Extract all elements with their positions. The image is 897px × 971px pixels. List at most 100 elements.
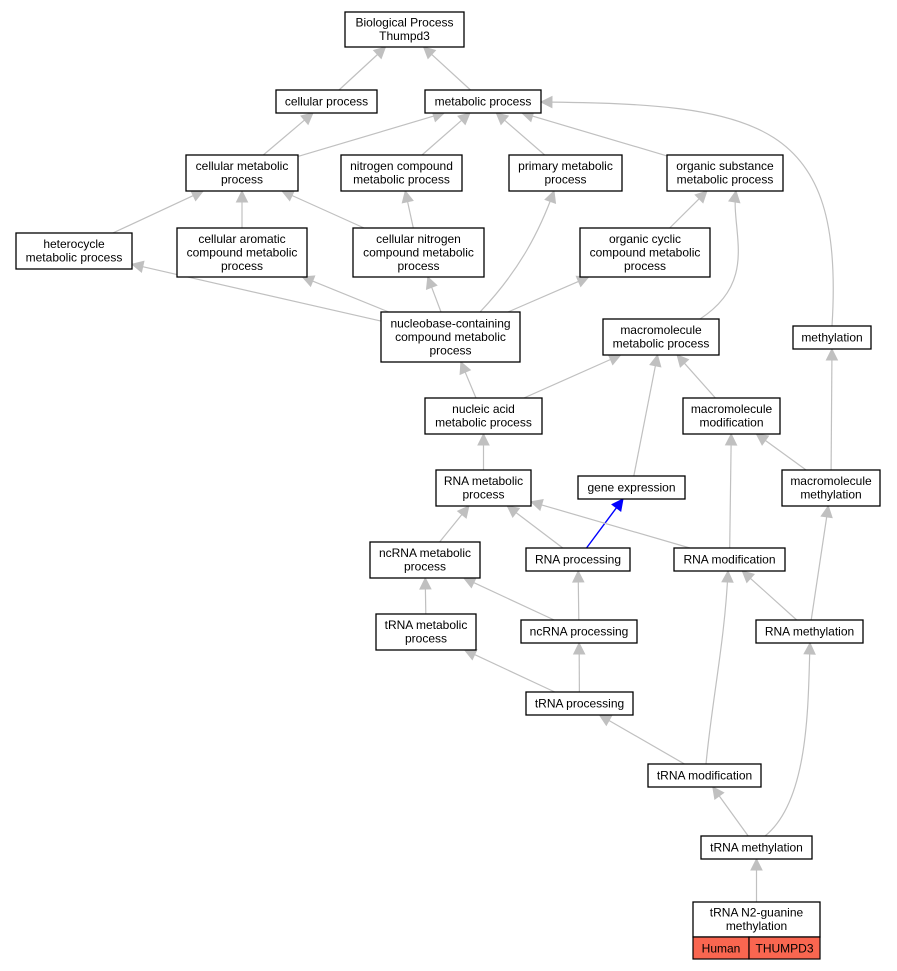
node-cellular-process[interactable]: cellular process xyxy=(275,89,378,114)
node-label: methylation xyxy=(800,488,861,502)
node-rna-modification[interactable]: RNA modification xyxy=(673,547,786,572)
edge-cellular_nitrogen-to-nitrogen_compound xyxy=(407,201,414,229)
node-rna-processing[interactable]: RNA processing xyxy=(525,547,631,572)
edges-layer xyxy=(112,46,839,902)
node-box xyxy=(380,311,521,363)
node-box xyxy=(525,691,634,716)
node-label: process xyxy=(221,173,263,187)
edge-trna_modification-to-rna_modification xyxy=(705,570,729,765)
node-box xyxy=(700,835,813,860)
arrowhead-nitrogen_compound xyxy=(401,189,414,204)
arrowhead-organic_substance xyxy=(694,190,708,204)
node-methylation[interactable]: methylation xyxy=(792,325,872,350)
arrowhead-macromolecule_metabolic xyxy=(607,353,622,366)
node-label: compound metabolic xyxy=(363,245,474,259)
node-box xyxy=(647,763,762,788)
node-trna-modification[interactable]: tRNA modification xyxy=(647,763,762,788)
node-box xyxy=(520,619,638,644)
edge-nucleic_acid-to-macromolecule_metabolic xyxy=(523,358,611,399)
node-ncrna-processing[interactable]: ncRNA processing xyxy=(520,619,638,644)
node-label: heterocycle xyxy=(43,237,105,251)
edge-trna_methylation-to-rna_methylation xyxy=(764,642,811,837)
node-label: compound metabolic xyxy=(590,245,701,259)
node-label: process xyxy=(429,343,471,357)
node-trna-processing[interactable]: tRNA processing xyxy=(525,691,634,716)
node-box xyxy=(673,547,786,572)
arrowhead-metabolic_process xyxy=(457,112,471,126)
edge-ncrna_processing-to-ncrna_metabolic xyxy=(473,582,555,621)
node-box xyxy=(185,154,299,192)
node-box xyxy=(602,318,720,356)
node-trna-methylation[interactable]: tRNA methylation xyxy=(700,835,813,860)
arrowhead-cellular_metabolic xyxy=(190,190,205,202)
node-box xyxy=(15,232,133,270)
arrowhead-rna_metabolic xyxy=(529,498,544,512)
edge-macromolecule_methylation-to-methylation xyxy=(830,359,833,471)
edge-trna_processing-to-trna_metabolic xyxy=(474,654,556,693)
arrowhead-metabolic_process xyxy=(495,112,510,126)
arrowhead-rna_modification xyxy=(721,569,734,583)
node-label: cellular process xyxy=(285,94,368,108)
arrowhead-ncrna_metabolic xyxy=(462,577,477,589)
arrowhead-rna_metabolic xyxy=(506,505,521,518)
edge-methylation-to-metabolic_process xyxy=(540,101,834,327)
edge-trna_methylation-to-trna_modification xyxy=(718,795,749,837)
edge-metabolic_process-to-bp xyxy=(431,53,471,91)
node-label: Thumpd3 xyxy=(379,29,430,43)
node-box xyxy=(352,227,485,278)
edge-rna_processing-to-gene_expression xyxy=(585,507,617,549)
arrowhead-macromolecule_metabolic xyxy=(676,354,690,368)
node-label: process xyxy=(397,259,439,273)
node-box xyxy=(792,325,872,350)
edge-organic_cyclic-to-organic_substance xyxy=(669,198,700,229)
node-label: process xyxy=(404,560,446,574)
node-label: tRNA N2-guanine xyxy=(710,906,804,920)
node-box xyxy=(424,89,542,114)
node-rna-methylation[interactable]: RNA methylation xyxy=(755,619,864,644)
node-box xyxy=(369,541,481,579)
node-label: RNA metabolic xyxy=(444,474,523,488)
edge-cellular_metabolic-to-cellular_process xyxy=(262,119,305,156)
arrowhead-macromolecule_modification xyxy=(724,432,738,446)
node-metabolic-process[interactable]: metabolic process xyxy=(424,89,542,114)
node-label: macromolecule xyxy=(790,474,872,488)
node-box xyxy=(340,154,463,192)
arrowhead-cellular_metabolic xyxy=(235,189,249,203)
arrowhead-rna_methylation xyxy=(803,641,816,655)
node-label: nucleobase-containing xyxy=(390,316,510,330)
arrowhead-macromolecule_methylation xyxy=(820,504,833,519)
node-label: compound metabolic xyxy=(187,245,298,259)
edge-trna_modification-to-trna_processing xyxy=(608,719,685,765)
arrowhead-ncrna_metabolic xyxy=(419,576,432,590)
node-label: metabolic process xyxy=(677,173,774,187)
edge-nucleobase-to-organic_cyclic xyxy=(507,280,579,313)
node-label: metabolic process xyxy=(353,173,450,187)
node-box xyxy=(424,397,543,435)
node-box xyxy=(577,475,686,500)
arrowhead-trna_processing xyxy=(598,714,613,727)
node-label: process xyxy=(544,173,586,187)
arrowhead-ncrna_processing xyxy=(572,641,586,655)
species-cell-label: Human xyxy=(702,942,741,956)
node-gene-expression[interactable]: gene expression xyxy=(577,475,686,500)
